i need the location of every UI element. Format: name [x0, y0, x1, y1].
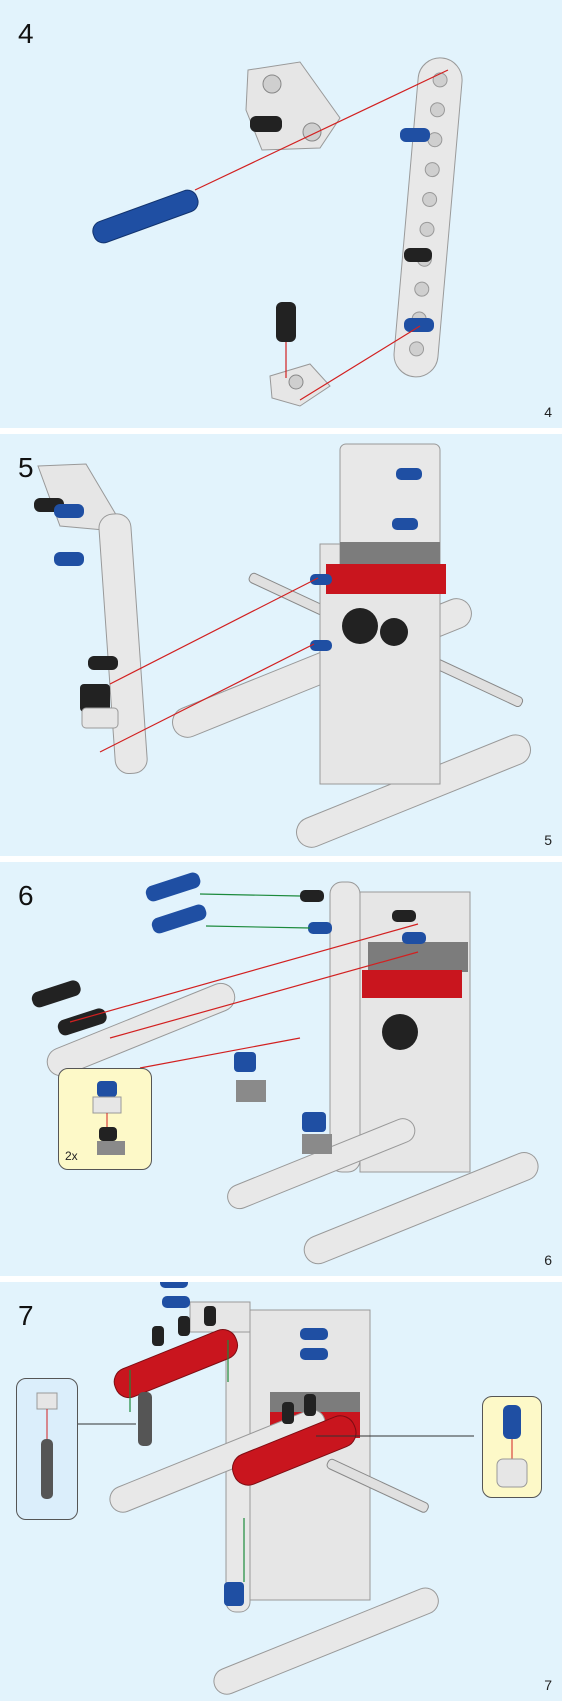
axle	[326, 1458, 429, 1513]
callout-illustration	[92, 1081, 125, 1155]
guide-lines-red	[69, 923, 419, 1069]
page-number: 5	[544, 832, 552, 848]
guide-lines-green	[129, 1340, 245, 1582]
page-number: 4	[544, 404, 552, 420]
step-6-illustration	[31, 872, 539, 1265]
step-panel-4: 4	[0, 0, 562, 428]
black-pin	[404, 248, 432, 262]
gear	[342, 608, 378, 644]
parts-callout-right	[482, 1396, 542, 1498]
guide-lines	[194, 69, 449, 401]
red-part	[326, 564, 446, 594]
small-connector	[269, 363, 331, 407]
parts-callout: 2x	[58, 1068, 152, 1170]
step-number: 7	[18, 1300, 34, 1331]
motor-gray	[368, 942, 468, 972]
step-5-illustration	[34, 443, 532, 848]
step-7-illustration	[78, 1282, 474, 1695]
black-pin	[276, 302, 296, 342]
guide-lines-green	[199, 893, 311, 929]
page-number: 6	[544, 1252, 552, 1268]
parts-callout-left	[16, 1378, 78, 1520]
step-number: 6	[18, 880, 34, 911]
step-number: 4	[18, 18, 34, 49]
gear	[382, 1014, 418, 1050]
long-blue-pin	[92, 189, 199, 244]
base-beam	[303, 1152, 539, 1265]
step-number: 5	[18, 452, 34, 483]
gear	[380, 618, 408, 646]
red-part	[362, 970, 462, 998]
step-4-illustration	[92, 57, 463, 407]
callout-illustration	[36, 1392, 58, 1499]
step-panel-7: 7	[0, 1282, 562, 1701]
base-beam-left	[109, 1409, 326, 1513]
vertical-beam	[329, 881, 361, 1173]
quantity-label: 2x	[65, 1149, 78, 1163]
side-frame-left	[34, 463, 148, 775]
bracket-part	[245, 61, 341, 151]
red-beam-lower	[232, 1415, 357, 1486]
red-beam-upper	[113, 1329, 239, 1399]
blue-pin	[404, 318, 434, 332]
step-panel-6: 6	[0, 862, 562, 1276]
guide-lines	[99, 577, 319, 753]
step-panel-5: 5	[0, 434, 562, 856]
callout-illustration	[496, 1405, 528, 1488]
blue-pin	[400, 128, 430, 142]
page-number: 7	[544, 1677, 552, 1693]
base-beam-right	[213, 1587, 439, 1695]
